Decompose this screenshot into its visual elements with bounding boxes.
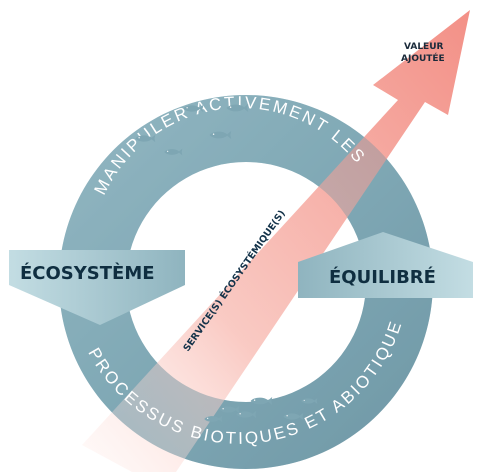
ring-arrow-overlap <box>58 95 433 469</box>
value-label-line2: AJOUTÉE <box>401 52 445 64</box>
right-arrow-box: ÉQUILIBRÉ <box>298 232 473 298</box>
right-label: ÉQUILIBRÉ <box>329 266 436 288</box>
value-added-arrow <box>82 10 470 472</box>
left-label: ÉCOSYSTÈME <box>20 262 155 284</box>
value-label-line1: VALEUR <box>404 42 444 52</box>
left-arrow-box: ÉCOSYSTÈME <box>9 250 185 325</box>
